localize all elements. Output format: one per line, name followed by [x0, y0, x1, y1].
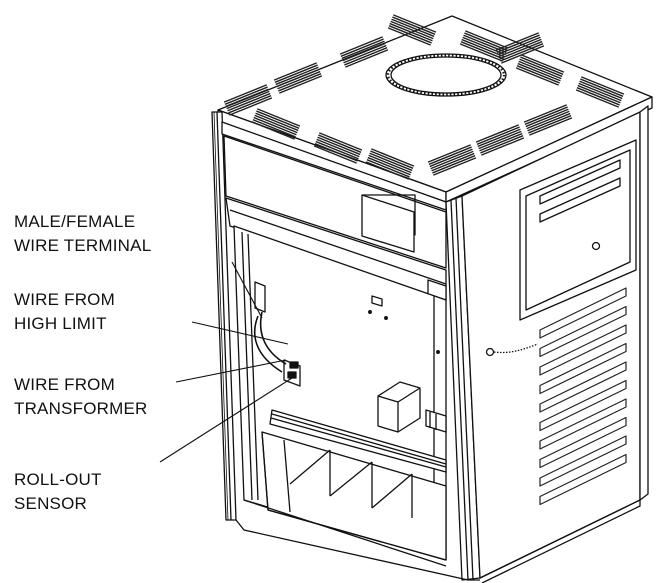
side-louvers	[539, 287, 627, 506]
top-louver	[495, 32, 545, 64]
side-louver	[539, 287, 627, 339]
vent-collar	[385, 53, 507, 97]
leader-transformer	[175, 359, 287, 383]
top-louver	[575, 76, 625, 108]
leader-lines	[159, 261, 293, 463]
burner-tube	[269, 409, 447, 473]
gas-inlet	[485, 343, 539, 357]
top-louver	[273, 62, 323, 94]
side-louver	[539, 324, 627, 376]
leader-roll-out	[159, 377, 293, 463]
label-wire-from-high-limit: WIRE FROM HIGH LIMIT	[14, 290, 115, 333]
right-corner-post	[445, 195, 481, 581]
top-louver	[515, 54, 565, 86]
top-louver	[387, 14, 437, 46]
side-louver	[539, 379, 627, 432]
top-louvers	[223, 14, 625, 180]
label-wire-from-transformer: WIRE FROM TRANSFORMER	[14, 375, 148, 418]
top-louver	[365, 148, 415, 180]
label-roll-out-sensor: ROLL-OUT SENSOR	[14, 470, 102, 513]
leader-high-limit	[191, 321, 289, 345]
side-louver	[539, 416, 627, 469]
top-louver	[251, 108, 301, 140]
top-louver	[339, 36, 389, 68]
top-louver	[427, 144, 477, 176]
side-louver	[539, 361, 627, 413]
side-louver	[539, 342, 627, 395]
top-louver	[313, 132, 363, 164]
side-louver	[539, 398, 627, 450]
top-louver	[523, 104, 573, 136]
transformer-block	[377, 381, 421, 433]
top-louver	[459, 30, 509, 62]
side-louver	[539, 305, 627, 358]
label-male-female-wire-terminal: MALE/FEMALE WIRE TERMINAL	[14, 212, 152, 255]
access-door	[519, 139, 637, 321]
top-louver	[475, 124, 525, 156]
burner-tray	[243, 431, 447, 567]
side-louver	[539, 435, 627, 487]
side-louver	[539, 453, 627, 506]
top-louver	[223, 84, 273, 116]
leader-terminal	[231, 261, 263, 319]
